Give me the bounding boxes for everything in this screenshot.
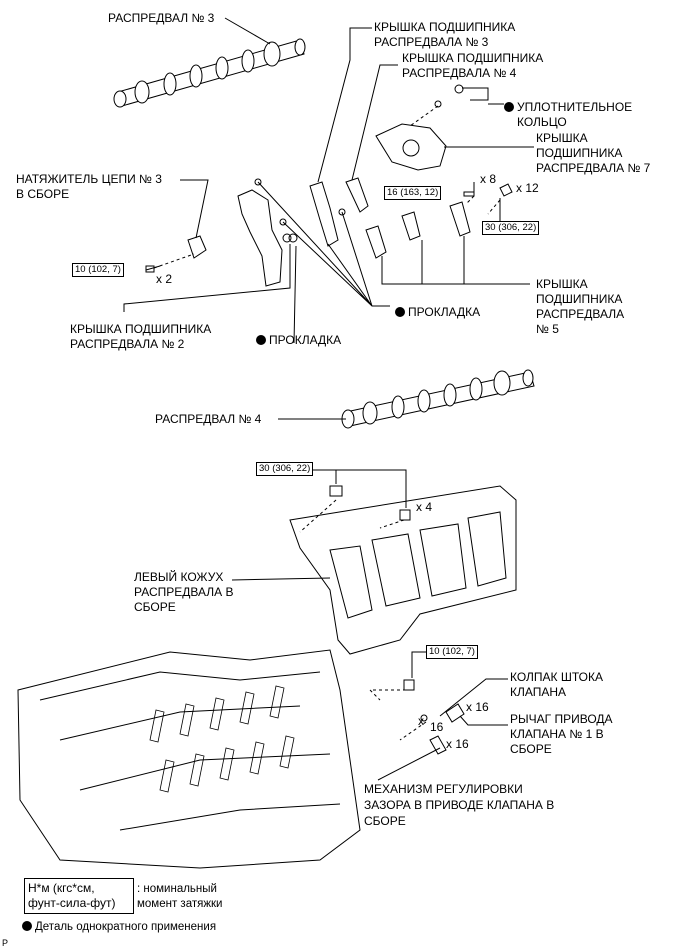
label-rocker-arm-line1: РЫЧАГ ПРИВОДА [510, 712, 613, 726]
label-housing-line1: ЛЕВЫЙ КОЖУХ [134, 570, 224, 584]
single-use-dot-icon [395, 307, 405, 317]
label-bearing-cap-4-line2: РАСПРЕДВАЛА № 4 [402, 66, 517, 80]
count-x16-rocker-num: 16 [430, 720, 444, 734]
camshaft-3-drawing [113, 38, 306, 108]
label-bearing-cap-7-line2: ПОДШИПНИКА [536, 146, 623, 160]
label-bearing-cap-2-line1: КРЫШКА ПОДШИПНИКА [70, 322, 212, 336]
label-bearing-cap-3-line1: КРЫШКА ПОДШИПНИКА [374, 20, 516, 34]
count-x16-valve-cap: x 16 [466, 700, 489, 714]
label-lash-adjuster-line3: СБОРЕ [364, 814, 406, 828]
torque-box-30-upper: 30 (306, 22) [482, 221, 540, 235]
count-x16-rocker-x: x [418, 714, 424, 728]
label-rocker-arm-line2: КЛАПАНА № 1 В [510, 727, 604, 741]
label-bearing-cap-4-line1: КРЫШКА ПОДШИПНИКА [402, 51, 544, 65]
count-x12: x 12 [516, 181, 539, 195]
label-bearing-cap-7-line3: РАСПРЕДВАЛА № 7 [536, 161, 651, 175]
label-housing-line2: РАСПРЕДВАЛА В [134, 585, 234, 599]
label-lash-adjuster-line2: ЗАЗОРА В ПРИВОДЕ КЛАПАНА В [364, 798, 555, 812]
torque-box-10-lower: 10 (102, 7) [426, 645, 478, 659]
legend-single-use-text: Деталь однократного применения [35, 921, 217, 933]
assembly-lines [153, 105, 501, 741]
count-x4: x 4 [416, 500, 433, 514]
count-x2: x 2 [156, 272, 173, 286]
torque-box-10-upper: 10 (102, 7) [72, 263, 124, 277]
label-lash-adjuster-line1: МЕХАНИЗМ РЕГУЛИРОВКИ [364, 782, 523, 796]
label-o-ring-line2: КОЛЬЦО [517, 115, 567, 129]
camshaft-4-drawing [341, 369, 535, 429]
single-use-dot-icon [504, 102, 514, 112]
label-bearing-cap-5-line2: ПОДШИПНИКА [536, 292, 623, 306]
legend-torque-box: Н*м (кгс*см, фунт-сила-фут) [24, 878, 134, 914]
camshaft-housing-drawing [289, 485, 517, 655]
torque-box-16: 16 (163, 12) [384, 186, 442, 200]
small-parts-drawing [145, 84, 513, 755]
label-valve-stem-cap-line2: КЛАПАНА [510, 685, 567, 699]
label-valve-stem-cap-line1: КОЛПАК ШТОКА [510, 670, 603, 684]
label-bearing-cap-5-line3: РАСПРЕДВАЛА [536, 307, 625, 321]
torque-box-30-lower: 30 (306, 22) [256, 462, 314, 476]
legend-torque-units-line1: Н*м (кгс*см, [28, 881, 95, 895]
label-chain-tensioner-line1: НАТЯЖИТЕЛЬ ЦЕПИ № 3 [16, 172, 162, 186]
label-bearing-cap-7-line1: КРЫШКА [536, 131, 588, 145]
legend-text-line1: : номинальный [137, 883, 217, 895]
label-o-ring-line1: УПЛОТНИТЕЛЬНОЕ [504, 100, 632, 115]
bearing-caps-drawing [187, 123, 471, 287]
engine-block-drawing [17, 649, 361, 869]
label-housing-line3: СБОРЕ [134, 600, 176, 614]
label-gasket-left: ПРОКЛАДКА [256, 333, 341, 348]
single-use-dot-icon [22, 921, 32, 931]
label-camshaft-4: РАСПРЕДВАЛ № 4 [155, 412, 262, 426]
legend-torque-units-line2: фунт-сила-фут) [28, 896, 116, 910]
label-gasket-right: ПРОКЛАДКА [395, 305, 480, 320]
label-bearing-cap-3-line2: РАСПРЕДВАЛА № 3 [374, 35, 489, 49]
leader-lines [123, 17, 534, 781]
label-chain-tensioner-line2: В СБОРЕ [16, 187, 70, 201]
page-mark: P [2, 938, 9, 948]
legend-single-use: Деталь однократного применения [22, 920, 216, 935]
single-use-dot-icon [256, 335, 266, 345]
count-x16-adjuster: x 16 [446, 737, 469, 751]
label-rocker-arm-line3: СБОРЕ [510, 742, 552, 756]
label-bearing-cap-5-line4: № 5 [536, 322, 559, 336]
label-bearing-cap-5-line1: КРЫШКА [536, 277, 588, 291]
count-x8: x 8 [480, 172, 497, 186]
legend-torque-description: : номинальный момент затяжки [137, 882, 222, 912]
label-camshaft-3: РАСПРЕДВАЛ № 3 [108, 11, 215, 25]
label-bearing-cap-2-line2: РАСПРЕДВАЛА № 2 [70, 337, 185, 351]
legend-text-line2: момент затяжки [137, 898, 223, 910]
